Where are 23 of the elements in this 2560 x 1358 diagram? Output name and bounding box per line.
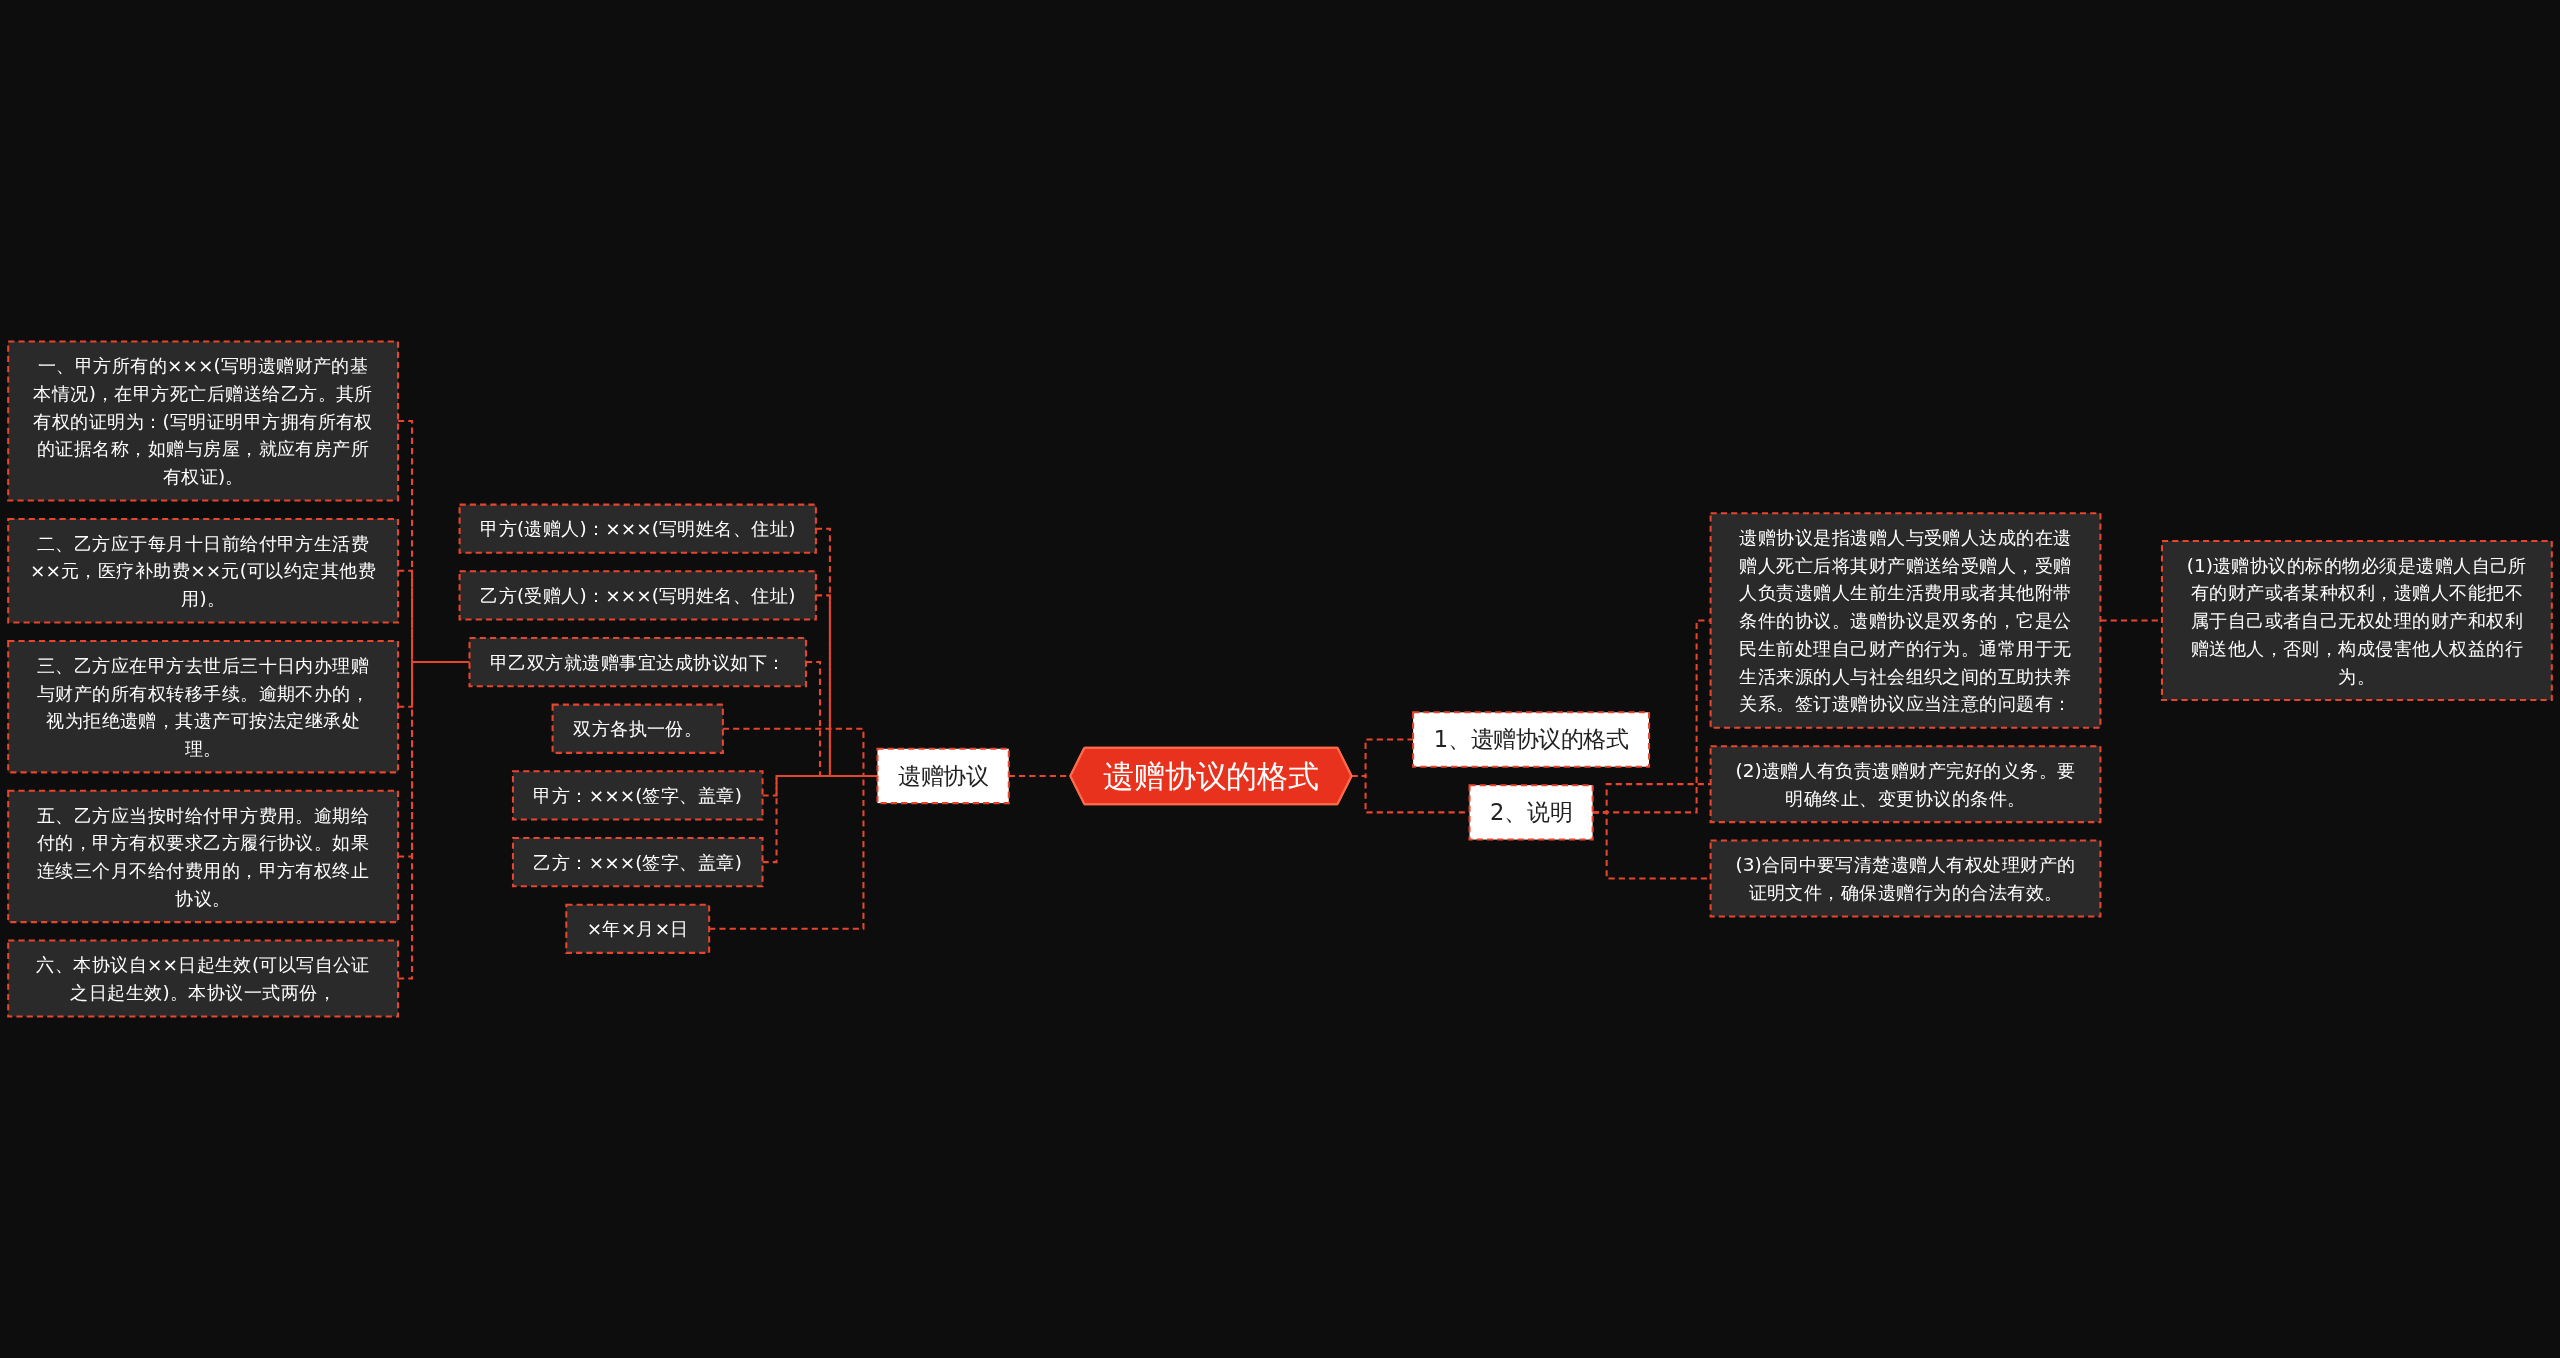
- node-box: 遗赠协议: [876, 747, 1010, 805]
- connector: [398, 661, 470, 708]
- connector: [398, 661, 470, 858]
- node-box: 乙方：×××(签字、盖章): [511, 837, 764, 888]
- node-box: 二、乙方应于每月十日前给付甲方生活费××元，医疗补助费××元(可以约定其他费用)。: [7, 517, 400, 624]
- node-box: 双方各执一份。: [551, 703, 724, 754]
- node-box: 1、遗赠协议的格式: [1412, 711, 1651, 768]
- node-box: ×年×月×日: [565, 903, 711, 954]
- connector: [398, 661, 470, 980]
- node-box: 甲方(遗赠人)：×××(写明姓名、住址): [458, 503, 817, 554]
- node-box: 2、说明: [1468, 784, 1594, 841]
- node-box: 遗赠协议是指遗赠人与受赠人达成的在遗赠人死亡后将其财产赠送给受赠人，受赠人负责遗赠人生前生活费用或者其他附带条件的协议。遗赠协议是双务的，它是公民生前处理自己财产的行为。通常用于无生活来源的人与社会组织之间的互助扶养关系。签订遗赠协议应当注意的问题有：: [1709, 512, 2102, 729]
- connector: [709, 774, 878, 930]
- node-box: (1)遗赠协议的标的物必须是遗赠人自己所有的财产或者某种权利，遗赠人不能把不属于自己或者自己无权处理的财产和权利赠送他人，否则，构成侵害他人权益的行为。: [2160, 540, 2553, 702]
- node-box: 一、甲方所有的×××(写明遗赠财产的基本情况)，在甲方死亡后赠送给乙方。其所有权的证明为：(写明证明甲方拥有所有权的证据名称，如赠与房屋，就应有房产所有权证)。: [7, 340, 400, 502]
- node-box: 甲乙双方就遗赠事宜达成协议如下：: [468, 636, 807, 688]
- node-box: 甲方：×××(签字、盖章): [511, 770, 764, 821]
- node-box: 乙方(受赠人)：×××(写明姓名、住址): [458, 570, 817, 621]
- node-box: 三、乙方应在甲方去世后三十日内办理赠与财产的所有权转移手续。逾期不办的，视为拒绝遗赠，其遗产可按法定继承处理。: [7, 640, 400, 774]
- node-box: 五、乙方应当按时给付甲方费用。逾期给付的，甲方有权要求乙方履行协议。如果连续三个月不给付费用的，甲方有权终止协议。: [7, 789, 400, 924]
- node-box: (3)合同中要写清楚遗赠人有权处理财产的证明文件，确保遗赠行为的合法有效。: [1709, 839, 2102, 918]
- node-box: (2)遗赠人有负责遗赠财产完好的义务。要明确终止、变更协议的条件。: [1709, 745, 2102, 824]
- node-box: 六、本协议自××日起生效(可以写自公证之日起生效)。本协议一式两份，: [7, 939, 400, 1018]
